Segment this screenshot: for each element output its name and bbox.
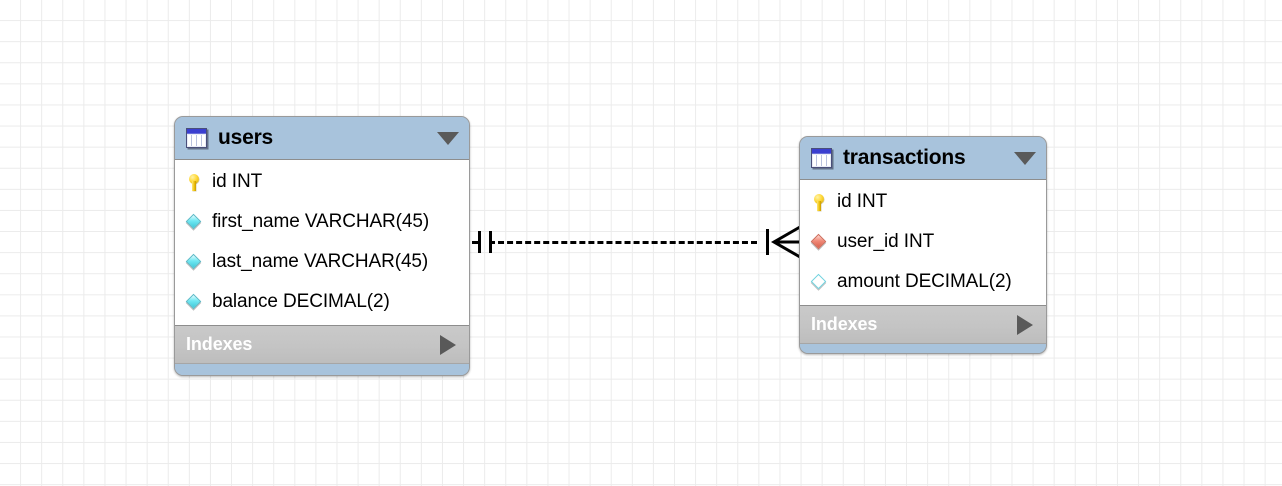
column-label: amount DECIMAL(2) [837,271,1012,292]
column-label: first_name VARCHAR(45) [212,211,430,232]
indexes-section-transactions[interactable]: Indexes [800,306,1046,344]
column-icon [186,254,203,271]
table-icon [811,148,832,168]
indexes-label: Indexes [186,334,253,354]
nullable-column-icon [811,274,828,291]
table-icon [186,128,207,148]
column-label: last_name VARCHAR(45) [212,251,429,272]
table-figure-transactions[interactable]: transactions id INT user_id INT amount D… [799,136,1047,354]
cardinality-many-bar [766,229,769,255]
chevron-down-icon[interactable] [437,131,459,145]
table-row[interactable]: user_id INT [800,222,1046,262]
crows-foot-icon [770,225,801,259]
table-row[interactable]: id INT [800,182,1046,222]
column-icon [186,294,203,311]
chevron-down-icon[interactable] [1014,151,1036,165]
table-header-users[interactable]: users [175,117,469,159]
column-label: id INT [837,191,888,212]
table-footer-transactions [800,344,1046,353]
indexes-section-users[interactable]: Indexes [175,326,469,364]
relationship-line[interactable] [489,241,757,244]
column-label: id INT [212,171,263,192]
table-figure-users[interactable]: users id INT first_name VARCHAR(45) last… [174,116,470,376]
primary-key-icon [186,173,203,191]
table-name-users: users [218,126,274,149]
table-name-transactions: transactions [843,146,966,169]
relationship-line-stub-left [472,241,480,244]
column-list-transactions: id INT user_id INT amount DECIMAL(2) [800,179,1046,306]
primary-key-icon [811,193,828,211]
column-list-users: id INT first_name VARCHAR(45) last_name … [175,159,469,326]
table-row[interactable]: last_name VARCHAR(45) [175,242,469,282]
indexes-label: Indexes [811,314,878,334]
table-row[interactable]: balance DECIMAL(2) [175,282,469,322]
table-row[interactable]: first_name VARCHAR(45) [175,202,469,242]
foreign-key-icon [811,234,828,251]
column-label: balance DECIMAL(2) [212,291,390,312]
table-footer-users [175,364,469,375]
triangle-right-icon[interactable] [440,334,456,355]
triangle-right-icon[interactable] [1017,314,1033,335]
column-label: user_id INT [837,231,935,252]
column-icon [186,214,203,231]
table-row[interactable]: id INT [175,162,469,202]
cardinality-one-bar-inner [489,231,492,253]
table-header-transactions[interactable]: transactions [800,137,1046,179]
table-row[interactable]: amount DECIMAL(2) [800,262,1046,302]
